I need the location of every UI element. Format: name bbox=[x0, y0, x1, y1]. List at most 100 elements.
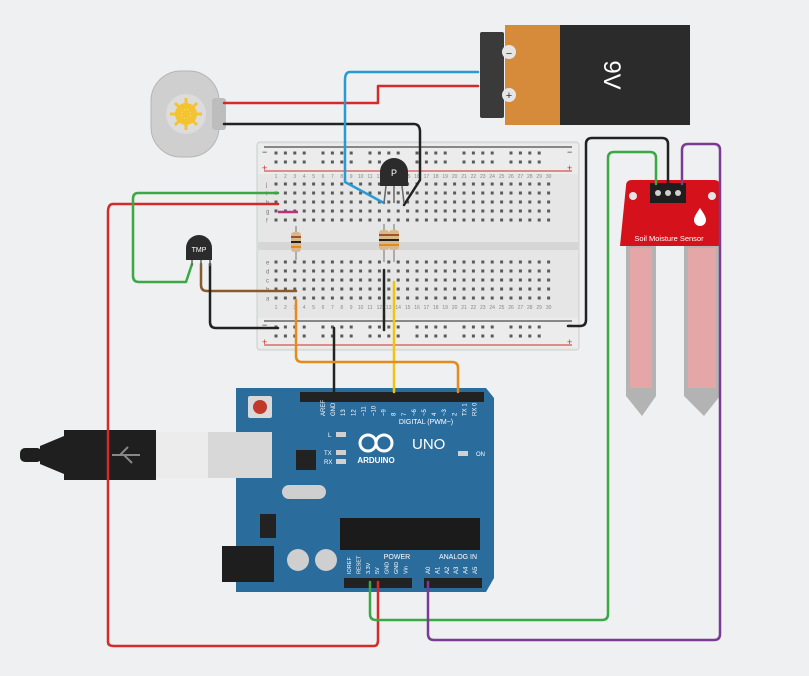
analog-header-label: ANALOG IN bbox=[439, 554, 477, 561]
digital-pin-label: 13 bbox=[341, 409, 347, 416]
analog-header[interactable] bbox=[424, 578, 482, 588]
battery-plus-label: + bbox=[506, 90, 512, 102]
column-number: 28 bbox=[527, 305, 533, 311]
dc-motor[interactable] bbox=[150, 70, 226, 158]
on-led-label: ON bbox=[476, 452, 485, 458]
wire-brown-tmp[interactable] bbox=[199, 262, 298, 293]
column-number: 2 bbox=[284, 174, 287, 180]
column-number: 18 bbox=[433, 305, 439, 311]
column-number: 17 bbox=[424, 305, 430, 311]
rail-plus-top-left: + bbox=[262, 163, 267, 173]
column-number: 25 bbox=[499, 174, 505, 180]
column-number: 30 bbox=[546, 174, 552, 180]
microcontroller-chip bbox=[340, 518, 480, 550]
digital-pin-label: 8 bbox=[392, 412, 398, 416]
arduino-model: UNO bbox=[412, 436, 445, 453]
column-number: 8 bbox=[340, 174, 343, 180]
column-number: 29 bbox=[536, 174, 542, 180]
analog-pin-label: A5 bbox=[473, 566, 479, 574]
resistor-icon bbox=[389, 224, 399, 262]
column-number: 30 bbox=[546, 305, 552, 311]
usb-cable-icon bbox=[112, 446, 140, 464]
column-number: 14 bbox=[395, 305, 401, 311]
column-number: 1 bbox=[275, 305, 278, 311]
led-l-label: L bbox=[328, 433, 332, 439]
column-number: 6 bbox=[322, 174, 325, 180]
column-number: 7 bbox=[331, 305, 334, 311]
temperature-sensor[interactable]: TMP bbox=[186, 235, 212, 266]
wire-black-sensor-gnd[interactable] bbox=[566, 136, 670, 328]
row-letter: i bbox=[266, 192, 267, 198]
column-number: 10 bbox=[358, 174, 364, 180]
power-pin-label: GND bbox=[385, 562, 391, 574]
resistor-icon bbox=[379, 224, 389, 262]
column-number: 4 bbox=[303, 305, 306, 311]
analog-pin-label: A1 bbox=[435, 566, 441, 574]
column-number: 27 bbox=[518, 305, 524, 311]
column-number: 29 bbox=[536, 305, 542, 311]
row-letter: g bbox=[266, 210, 269, 216]
wire-purple-sensor-a0[interactable] bbox=[426, 142, 722, 642]
transistor-label: P bbox=[391, 168, 397, 178]
digital-pin-label: 2 bbox=[452, 412, 458, 416]
wire-green-sensor-vcc[interactable] bbox=[368, 150, 658, 622]
digital-header[interactable] bbox=[300, 392, 484, 402]
wire-black-gnd-rail[interactable] bbox=[208, 262, 280, 330]
row-letter: a bbox=[266, 297, 270, 303]
wire-red-motor-battery[interactable] bbox=[222, 84, 480, 105]
temperature-sensor-icon bbox=[186, 235, 212, 266]
digital-pin-label: ~3 bbox=[442, 408, 448, 416]
power-pin-label: RESET bbox=[356, 555, 362, 574]
wire-orange-tmp-pin2[interactable] bbox=[294, 298, 460, 394]
digital-pin-label: 12 bbox=[351, 409, 357, 416]
column-number: 19 bbox=[442, 174, 448, 180]
digital-pin-label: ~11 bbox=[361, 406, 367, 416]
digital-pin-label: AREF bbox=[321, 400, 327, 416]
rail-minus-bottom-left: − bbox=[262, 320, 267, 330]
column-number: 15 bbox=[405, 305, 411, 311]
column-number: 8 bbox=[340, 305, 343, 311]
digital-header-label: DIGITAL (PWM~) bbox=[399, 419, 453, 426]
wire-green-sensor-a5v[interactable] bbox=[131, 191, 280, 284]
rail-plus-bottom-right: + bbox=[567, 337, 572, 347]
arduino-uno[interactable]: ARDUINO UNO DIGITAL (PWM~) POWER ANALOG … bbox=[222, 388, 494, 592]
resistors[interactable] bbox=[278, 210, 399, 262]
pnp-transistor[interactable]: P bbox=[380, 158, 408, 204]
battery-minus-label: − bbox=[506, 48, 512, 60]
arduino-brand: ARDUINO bbox=[357, 456, 394, 465]
column-number: 6 bbox=[322, 305, 325, 311]
digital-pin-label: GND bbox=[331, 402, 337, 416]
wire-black-motor-transistor[interactable] bbox=[222, 122, 422, 207]
column-number: 27 bbox=[518, 174, 524, 180]
soil-moisture-sensor[interactable]: Soil Moisture Sensor bbox=[620, 180, 720, 416]
tmp-label: TMP bbox=[192, 247, 207, 254]
row-letter: c bbox=[266, 279, 269, 285]
column-number: 23 bbox=[480, 305, 486, 311]
digital-pin-label: 4 bbox=[432, 412, 438, 416]
column-number: 5 bbox=[312, 305, 315, 311]
column-number: 9 bbox=[350, 174, 353, 180]
column-number: 26 bbox=[508, 174, 514, 180]
column-number: 24 bbox=[489, 305, 495, 311]
column-number: 21 bbox=[461, 174, 467, 180]
column-number: 16 bbox=[414, 305, 420, 311]
wires[interactable] bbox=[106, 70, 722, 648]
battery-9v[interactable]: − + 9V bbox=[480, 25, 690, 125]
row-letter: f bbox=[266, 219, 268, 225]
column-number: 24 bbox=[489, 174, 495, 180]
wire-red-5v[interactable] bbox=[106, 202, 380, 648]
power-pin-label: IOREF bbox=[347, 557, 353, 574]
row-letter: e bbox=[266, 261, 270, 267]
analog-pin-label: A4 bbox=[464, 566, 470, 574]
power-pin-label: Vin bbox=[403, 566, 409, 574]
breadboard[interactable]: − + − + − + − + jihgfedcba11223344556677… bbox=[256, 141, 580, 351]
wire-blue-battery-transistor[interactable] bbox=[343, 70, 480, 205]
column-number: 12 bbox=[377, 174, 383, 180]
column-number: 4 bbox=[303, 174, 306, 180]
digital-pin-label: 7 bbox=[402, 412, 408, 416]
column-number: 2 bbox=[284, 305, 287, 311]
usb-cable[interactable] bbox=[20, 430, 272, 480]
arduino-logo-icon bbox=[358, 433, 394, 453]
